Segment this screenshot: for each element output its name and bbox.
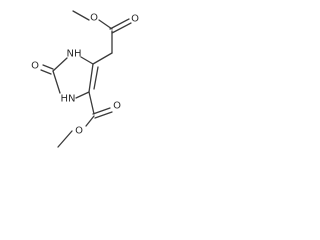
atom-o-methoxy-bottom: O: [75, 126, 83, 137]
bonds-ring: [40, 56, 99, 99]
bonds-lower-ester: [57, 91, 113, 148]
chemical-structure: O O NH O HN O O: [31, 10, 139, 148]
bond-methyl-o-top: [72, 10, 90, 21]
bond-carbonyl-double-bottom-b: [94, 111, 113, 119]
atom-nh-bottom: HN: [61, 94, 76, 105]
bond-o-methyl-bottom: [57, 130, 73, 148]
bond-urea-double-a: [42, 64, 54, 70]
atom-nh-top: NH: [67, 49, 82, 60]
atom-labels: O O NH O HN O O: [31, 13, 139, 137]
bond-c5-c4-a: [88, 63, 94, 93]
bond-urea-double-b: [40, 69, 52, 75]
bond-ring-carbonyl-bottom: [88, 91, 95, 115]
atom-o-carbonyl-bottom: O: [113, 101, 121, 112]
bond-carbonyl-o-bottom: [85, 115, 95, 127]
bond-c4-n3: [80, 56, 94, 65]
bond-ch2-ring: [92, 52, 113, 65]
bond-carbonyl-double-top-a: [109, 18, 130, 30]
bond-o-carbonyl-carbon-top: [98, 19, 113, 30]
bond-n1-c5: [75, 91, 90, 99]
atom-o-urea: O: [31, 61, 39, 72]
atom-o-methoxy-top: O: [90, 13, 98, 24]
bond-n3-c2: [52, 57, 68, 72]
bond-carbonyl-double-bottom-a: [92, 107, 111, 115]
bond-c5-c4-b: [93, 66, 99, 90]
bond-c2-n1: [52, 70, 61, 94]
atom-o-carbonyl-top: O: [131, 14, 139, 25]
bond-carbonyl-double-top-b: [111, 22, 132, 34]
bonds-upper-ester: [72, 10, 132, 65]
